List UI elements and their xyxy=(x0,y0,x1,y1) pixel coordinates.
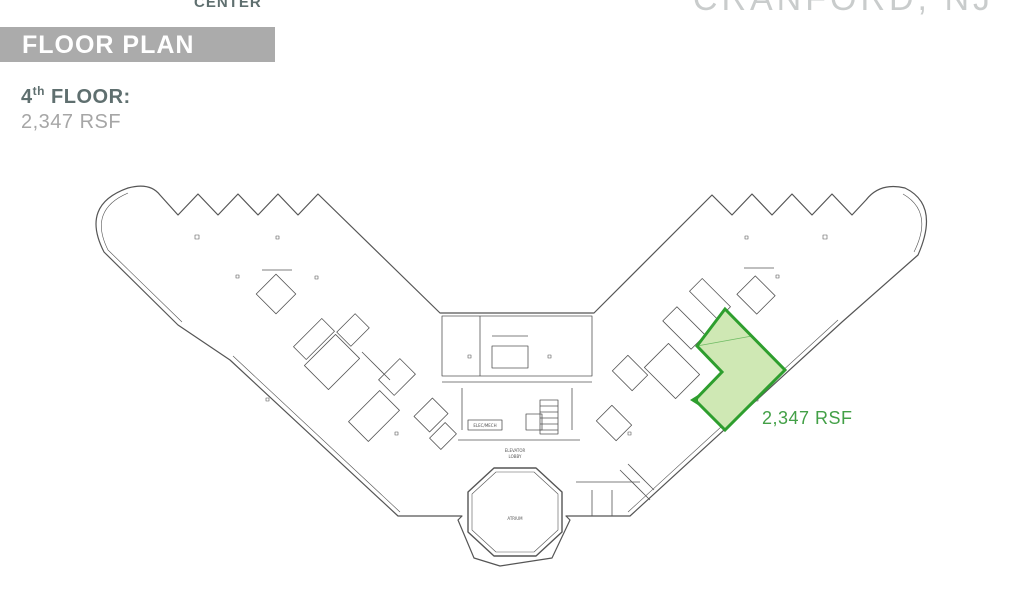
highlighted-suite-area: 2,347 RSF xyxy=(762,408,853,428)
column-markers xyxy=(194,234,828,436)
elec-room xyxy=(467,419,503,431)
atrium-outline xyxy=(467,467,563,557)
building-outline xyxy=(95,185,928,567)
center-rooms xyxy=(441,315,655,516)
suite-entry-arrow xyxy=(690,395,698,405)
building-inner-wall xyxy=(101,192,923,513)
floor-area: 2,347 RSF xyxy=(21,111,122,133)
title-bar: FLOOR PLAN xyxy=(0,27,275,62)
left-wing-core xyxy=(255,269,457,450)
building-location: CRANFORD, NJ xyxy=(693,0,994,19)
elec-room-label: ELEC/MECH xyxy=(473,423,496,428)
atrium-label: ATRIUM xyxy=(507,516,523,521)
floor-label: 4th FLOOR: xyxy=(21,84,131,109)
floor-ordinal-suffix: th xyxy=(32,84,45,98)
building-logo-text: CENTER xyxy=(194,0,262,11)
stair xyxy=(539,399,559,435)
suite-internal-line xyxy=(696,335,753,347)
floor-label-text: FLOOR: xyxy=(51,86,131,108)
elevator-lobby-label-2: LOBBY xyxy=(509,454,523,459)
elevator-lobby-label-1: ELEVATOR xyxy=(505,448,526,453)
page-title: FLOOR PLAN xyxy=(22,31,195,59)
floor-ordinal: 4 xyxy=(21,86,33,108)
right-wing-core xyxy=(595,267,776,442)
